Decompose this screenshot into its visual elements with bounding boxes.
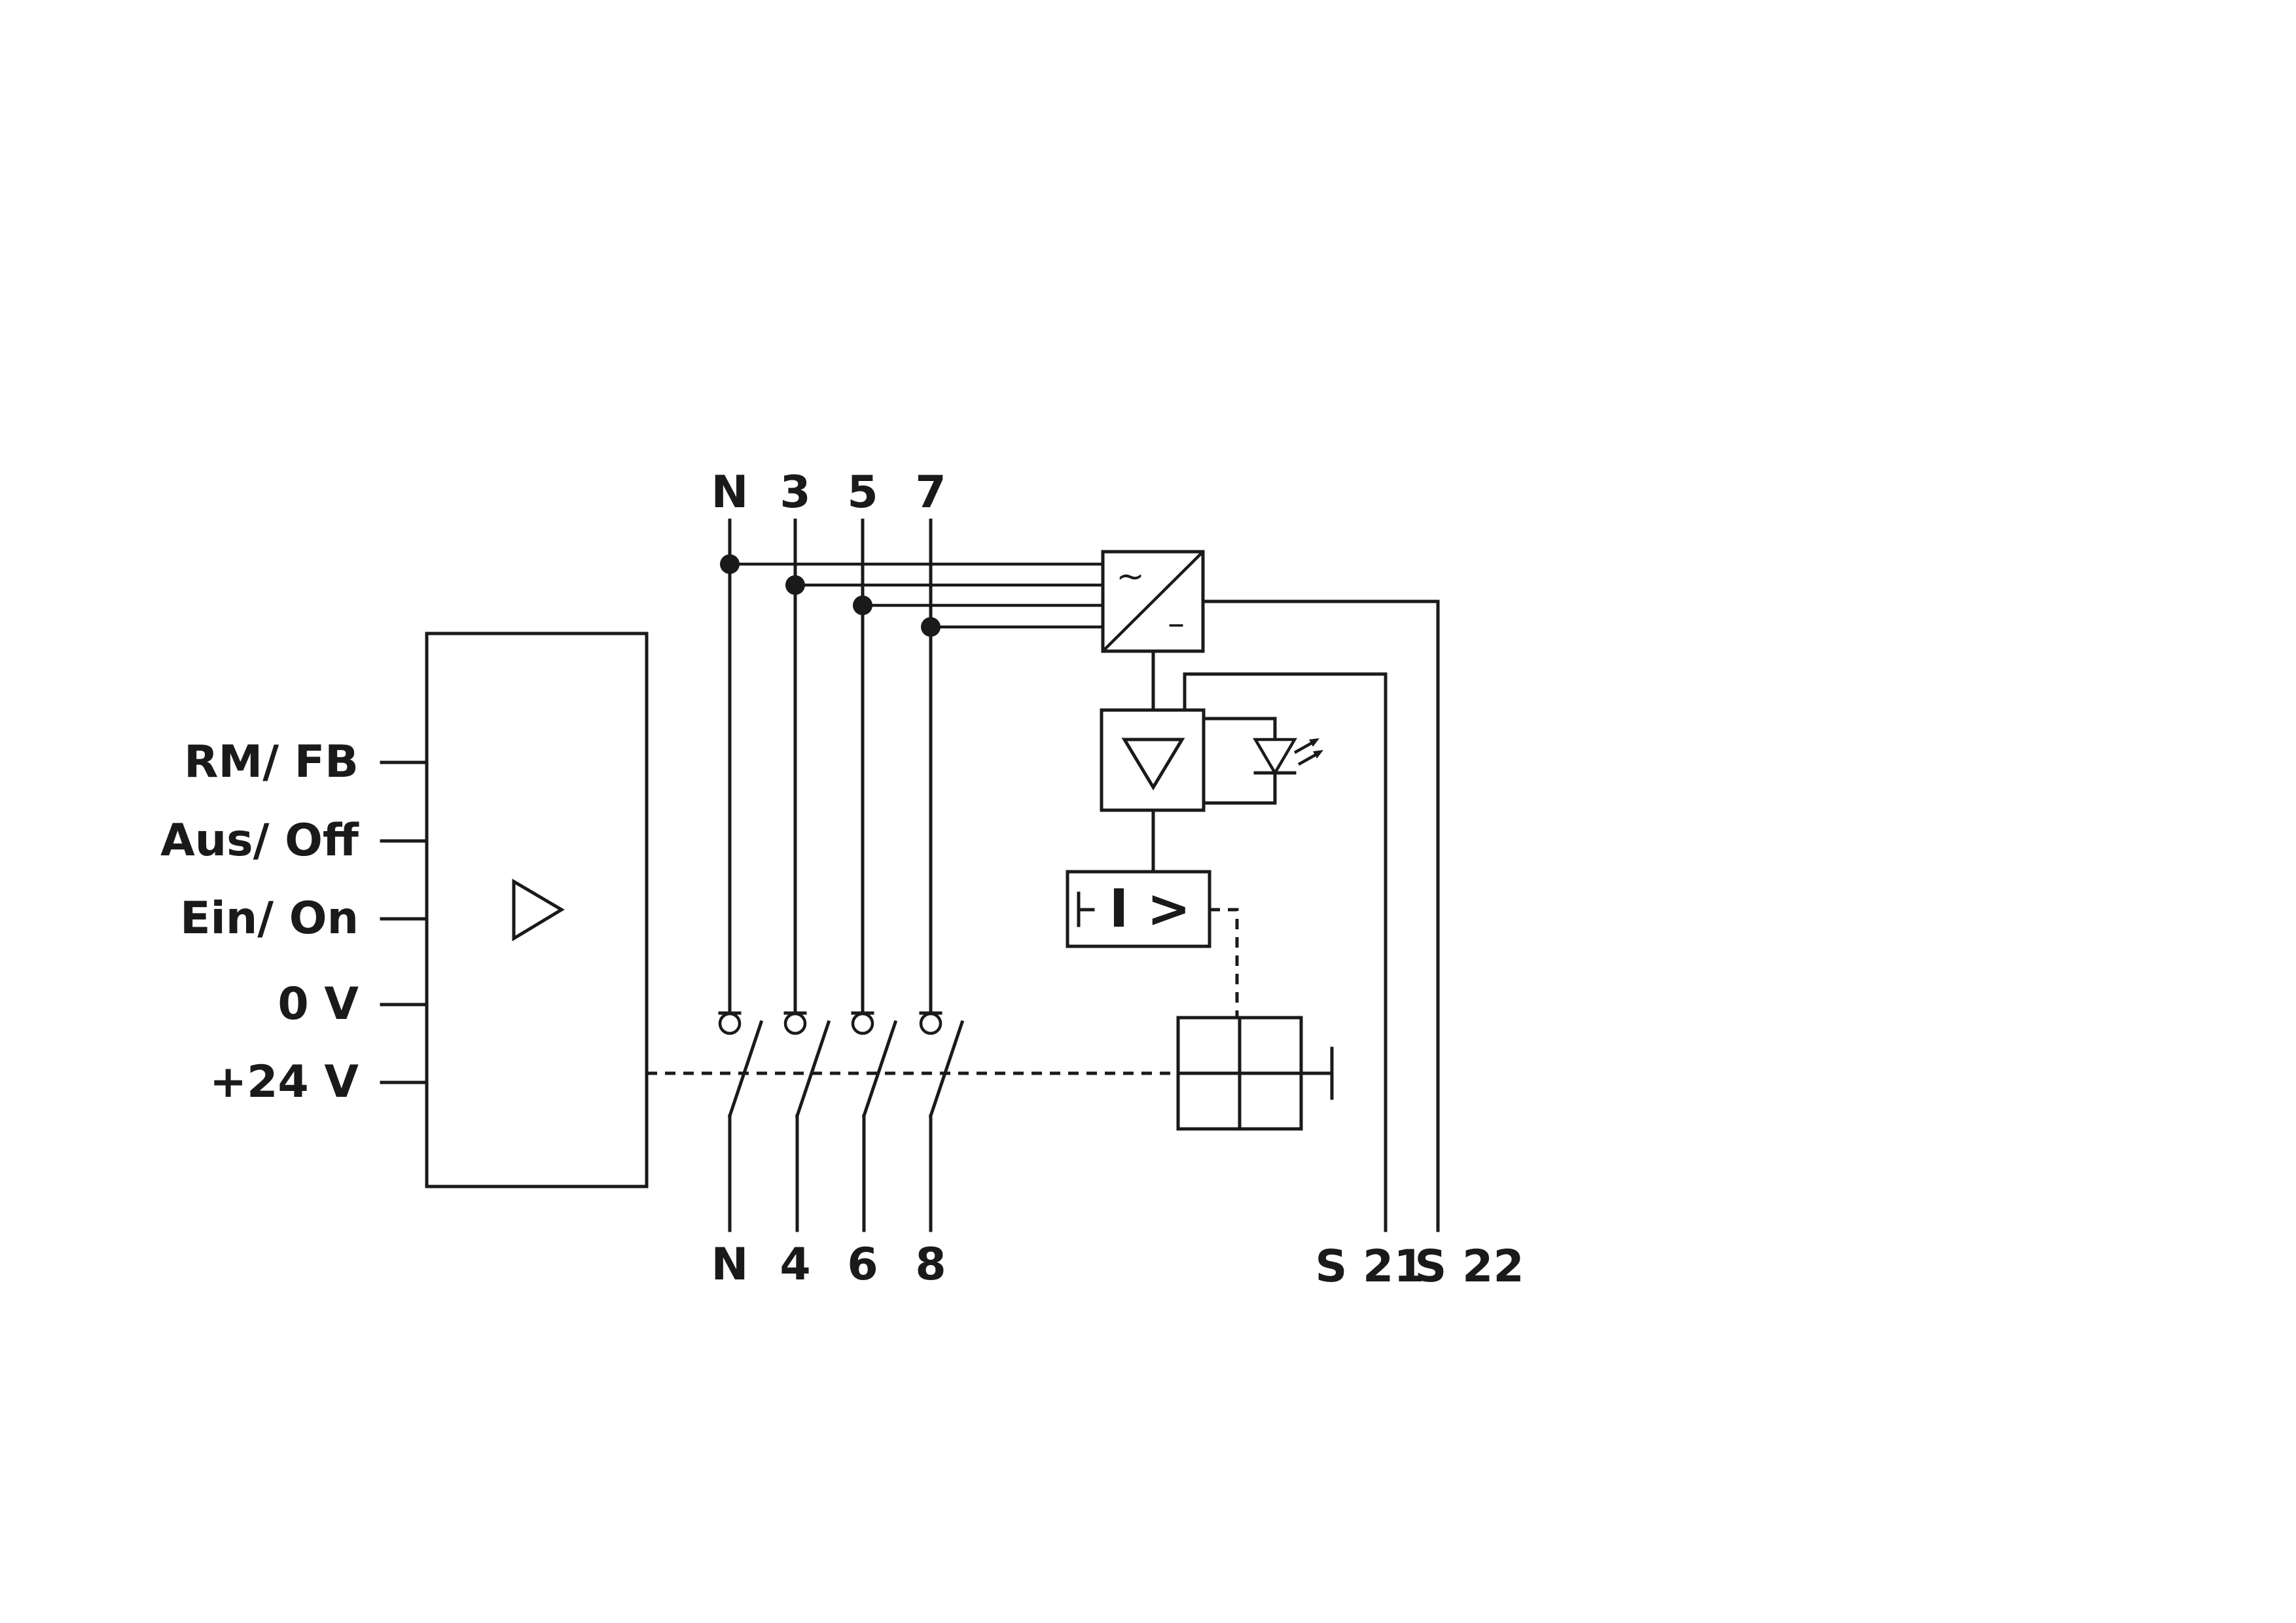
label-bottom-6: 6 [847,1239,878,1291]
label-aus-off: Aus/ Off [160,815,359,866]
led-ray-1-arrow [1309,738,1319,747]
contact-terminal-3 [783,1012,807,1035]
contact-blade-5 [861,1020,898,1118]
wire-to-s21 [1183,672,1388,1232]
contact-blade-7 [928,1020,965,1118]
junction-dot-5 [853,596,872,615]
label-top-7: 7 [915,467,946,518]
converter-diagonal [1102,550,1204,652]
wire-to-s22 [1201,599,1440,1232]
contact-blade-3 [795,1020,831,1118]
label-bottom-n: N [711,1239,749,1291]
led-ray-2-arrow [1313,750,1323,758]
label-s21: S 21 [1315,1241,1424,1293]
label-bottom-8: 8 [915,1239,946,1291]
label-top-n: N [711,467,749,518]
relay-linkage [1210,908,1239,1018]
contact-terminal-7 [919,1012,942,1035]
amplifier-box [1100,708,1206,812]
led-indicator-icon [1253,738,1297,776]
led-loop-wire [1202,717,1277,805]
label-s22: S 22 [1414,1241,1524,1293]
label-top-5: 5 [847,467,878,518]
converter-ac-symbol: ~ [1116,557,1145,596]
label-rm-fb: RM/ FB [184,736,359,788]
label-24v: +24 V [209,1056,359,1108]
amplifier-triangle-icon [1121,738,1185,791]
label-bottom-4: 4 [780,1239,810,1291]
junction-dot-3 [785,575,805,595]
label-top-3: 3 [780,467,810,518]
contact-terminal-5 [851,1012,874,1035]
label-0v: 0 V [278,978,359,1030]
control-module-triangle-icon [512,878,565,942]
converter-dc-symbol: – [1168,604,1185,643]
contact-blade-n [727,1020,764,1118]
control-module-box [425,632,649,1188]
label-ein-on: Ein/ On [180,893,359,944]
relay-symbol: I > [1109,878,1191,939]
contact-terminal-n [718,1012,742,1035]
junction-dot-n [720,554,740,574]
junction-dot-7 [921,617,941,637]
